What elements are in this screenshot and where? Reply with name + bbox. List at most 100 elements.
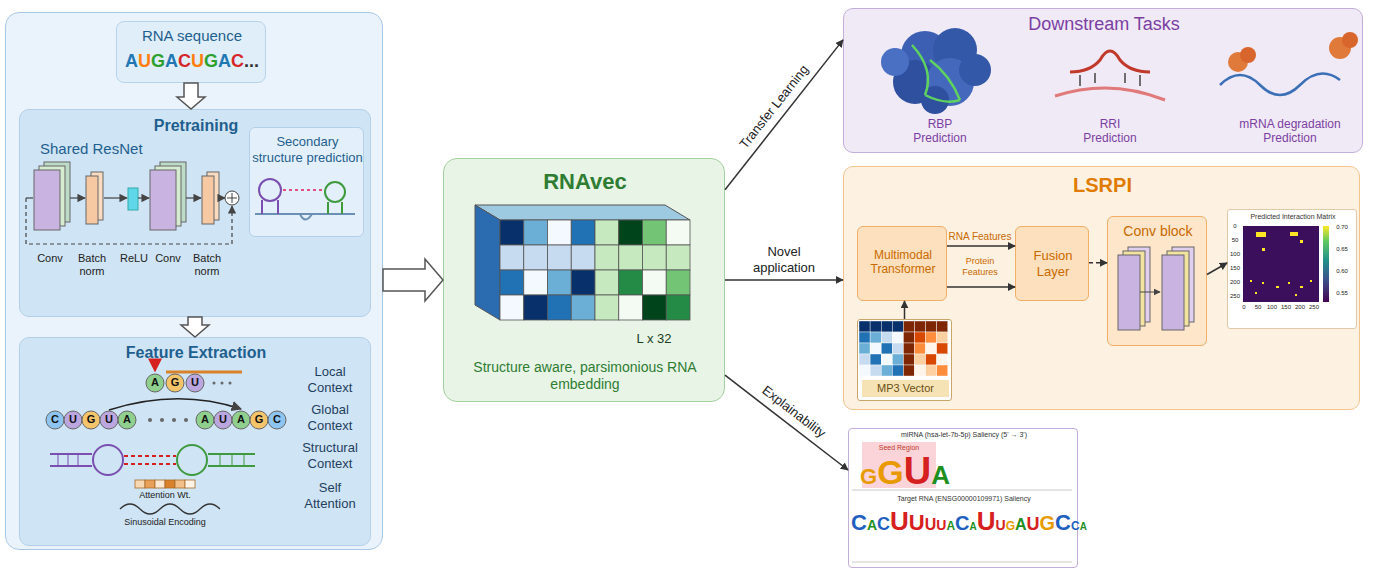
nucleotide-circle	[268, 411, 286, 429]
node-text: AUGACUGAC...	[117, 51, 267, 73]
embedding-cell	[595, 295, 619, 320]
attention-icon	[120, 480, 220, 514]
sequence-logo: GGUA	[850, 452, 960, 490]
part-label: Local Context	[295, 364, 365, 395]
arrow-line	[947, 286, 1015, 288]
tick-label: 100	[1228, 251, 1242, 258]
heat-cell	[926, 321, 937, 332]
embedding-cell	[548, 220, 572, 245]
node-title: miRNA (hsa-let-7b-5p) Saliency (5' → 3')	[853, 431, 1075, 439]
heat-cell	[881, 354, 892, 365]
embedding-cell	[524, 220, 548, 245]
tick-label: 250	[1307, 304, 1321, 311]
node-title: RNAvec	[444, 169, 726, 195]
tick-label: 150	[1279, 304, 1293, 311]
node-title: Pretraining	[20, 116, 372, 135]
heat-cell	[926, 343, 937, 354]
part-label: U	[187, 376, 203, 389]
block-arrow	[181, 317, 209, 337]
arrow-line	[947, 245, 1015, 247]
embedding-cell	[666, 245, 690, 270]
structural-context-icon	[50, 445, 255, 475]
matrix-spot	[1262, 248, 1265, 251]
embedding-cell	[571, 220, 595, 245]
layer-slab	[150, 170, 176, 230]
heat-cell	[915, 354, 926, 365]
plus-node	[225, 191, 239, 205]
tick-label: 0.55	[1333, 290, 1351, 297]
embedding-cell	[548, 270, 572, 295]
arrow-line	[904, 301, 906, 319]
part-label: mRNA degradation Prediction	[1235, 117, 1345, 146]
heat-cell	[903, 321, 914, 332]
heat-cell	[870, 343, 881, 354]
edge-label: Explainability	[758, 381, 831, 442]
part-label: ReLU	[116, 252, 152, 265]
embedding-cell	[524, 270, 548, 295]
embedding-cell	[500, 220, 524, 245]
embedding-cell	[666, 295, 690, 320]
matrix-spot	[1288, 282, 1290, 284]
embedding-cell	[524, 295, 548, 320]
conv-block-icon	[1118, 247, 1194, 330]
heat-cell	[859, 354, 870, 365]
embedding-cell	[643, 295, 667, 320]
tick-label: 50	[1251, 304, 1265, 311]
part-label: Attention Wt.	[120, 490, 210, 501]
part-label: U	[215, 413, 231, 426]
part-label: A	[197, 413, 213, 426]
heat-cell	[915, 332, 926, 343]
process-box: Multimodal Transformer	[857, 226, 947, 301]
tick-label: 50	[1228, 237, 1242, 244]
matrix-spot	[1276, 286, 1279, 288]
shape	[213, 382, 216, 385]
edge-label: RNA Features	[947, 231, 1013, 243]
part-label: RRI Prediction	[1075, 117, 1145, 146]
part-label: A	[119, 413, 135, 426]
heat-cell	[915, 321, 926, 332]
node-title: Predicted Interaction Matrix	[1230, 213, 1356, 221]
heat-cell	[937, 332, 948, 343]
heat-cell	[881, 365, 892, 376]
heat-cell	[915, 365, 926, 376]
layer-slab	[86, 176, 98, 224]
mrna-degradation-icon	[1220, 32, 1358, 95]
task-box: Secondary structure prediction	[249, 127, 364, 237]
nucleotide-circle	[118, 411, 136, 429]
node-title: MP3 Vector	[862, 380, 949, 397]
heat-cell	[881, 343, 892, 354]
embedding-cell	[595, 270, 619, 295]
part-label: Self Attention	[295, 480, 365, 511]
node-text: Structure aware, parsimonious RNA embedd…	[454, 359, 716, 393]
input-box: RNA sequenceAUGACUGAC...	[116, 21, 266, 83]
embedding-cell	[595, 245, 619, 270]
nucleotide-circle	[64, 411, 82, 429]
embedding-cell	[666, 270, 690, 295]
nucleotide-circle	[82, 411, 100, 429]
embedding-cell	[619, 295, 643, 320]
part-label: Structural Context	[295, 440, 365, 471]
secondary-structure-icon	[255, 179, 355, 220]
heat-cell	[892, 332, 903, 343]
resnet-diagram	[34, 162, 219, 230]
matrix-spot	[1256, 232, 1266, 237]
heat-cell	[859, 365, 870, 376]
mp3-heatmap	[859, 321, 948, 376]
nucleotide-circle	[196, 411, 214, 429]
heat-cell	[892, 354, 903, 365]
local-context-icon	[155, 360, 242, 372]
heat-cell	[903, 365, 914, 376]
layer-slab	[1118, 255, 1140, 330]
protein-icon	[881, 28, 991, 114]
heat-cell	[937, 354, 948, 365]
embedding-cell	[666, 220, 690, 245]
heat-cell	[926, 332, 937, 343]
matrix-spot	[1262, 282, 1264, 284]
sequence-logo: CACUUUUACAUUGAUGCCA	[851, 508, 1075, 534]
embedding-cell	[524, 245, 548, 270]
tick-label: 150	[1228, 265, 1242, 272]
part-label: G	[83, 413, 99, 426]
nucleotide-circles	[46, 374, 286, 429]
part-label: U	[65, 413, 81, 426]
